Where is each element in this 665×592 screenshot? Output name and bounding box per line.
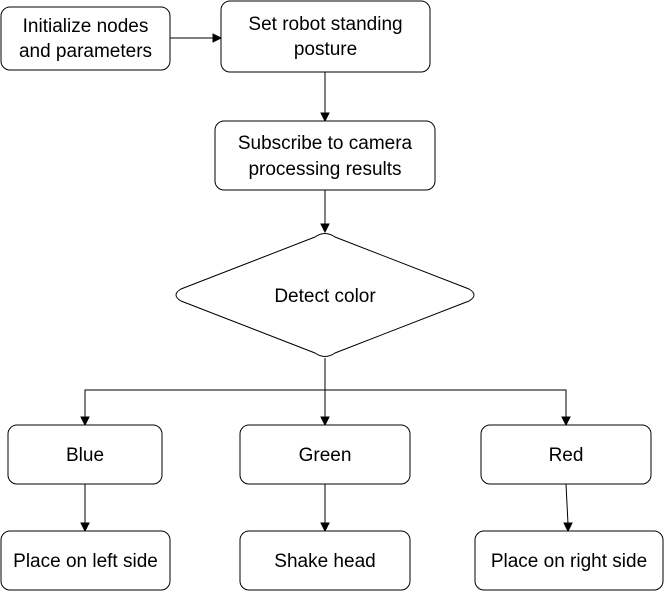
node-set-posture-label-line-2: posture (294, 39, 357, 60)
edge-posture-to-subscribe (320, 72, 330, 123)
node-place-right: Place on right side (474, 530, 664, 591)
node-red-label: Red (549, 445, 584, 466)
node-shake-head: Shake head (239, 530, 411, 591)
node-initialize-box (0, 6, 171, 71)
arrowhead (80, 416, 90, 427)
arrowhead (212, 33, 223, 43)
node-red: Red (480, 424, 652, 485)
node-subscribe: Subscribe to camera processing results (214, 120, 436, 191)
edge-green-to-shake (320, 484, 330, 533)
node-green-box (239, 424, 411, 485)
node-place-left: Place on left side (0, 530, 171, 591)
edge-detect-to-blue (80, 358, 326, 427)
arrowhead (320, 112, 330, 123)
node-initialize: Initialize nodes and parameters (0, 6, 171, 71)
node-place-left-label: Place on left side (13, 551, 158, 572)
arrowhead (320, 223, 330, 234)
node-set-posture-box (220, 0, 431, 73)
node-shake-head-label: Shake head (274, 551, 375, 572)
node-place-left-box (0, 530, 171, 591)
node-set-posture: Set robot standing posture (220, 0, 431, 73)
node-shake-head-box (239, 530, 411, 591)
node-green-label: Green (299, 445, 352, 466)
node-blue: Blue (7, 424, 163, 485)
arrowhead (320, 416, 330, 427)
node-subscribe-label-line-2: processing results (248, 159, 401, 180)
node-place-right-label: Place on right side (491, 551, 647, 572)
node-place-right-box (474, 530, 664, 591)
arrowhead (563, 522, 573, 533)
edge-detect-to-red (325, 389, 571, 427)
edges (80, 33, 573, 533)
edge-subscribe-to-detect (320, 190, 330, 234)
arrowhead (320, 522, 330, 533)
node-green: Green (239, 424, 411, 485)
arrowhead (80, 522, 90, 533)
edge-blue-to-left (80, 484, 90, 533)
node-initialize-label-line-2: and parameters (19, 41, 152, 62)
node-subscribe-box (214, 120, 436, 191)
node-initialize-label-line-1: Initialize nodes (23, 16, 149, 37)
edge-detect-to-green (320, 358, 330, 427)
node-detect-color-label: Detect color (274, 286, 376, 307)
node-blue-label: Blue (66, 445, 104, 466)
edge-init-to-posture (170, 33, 223, 43)
node-detect-color-diamond (175, 233, 475, 357)
node-red-box (480, 424, 652, 485)
node-set-posture-label-line-1: Set robot standing (248, 14, 402, 35)
edge-red-to-right (563, 483, 573, 533)
node-detect-color: Detect color (175, 233, 475, 357)
arrowhead (561, 416, 571, 427)
node-blue-box (7, 424, 163, 485)
node-subscribe-label-line-1: Subscribe to camera (238, 133, 413, 154)
